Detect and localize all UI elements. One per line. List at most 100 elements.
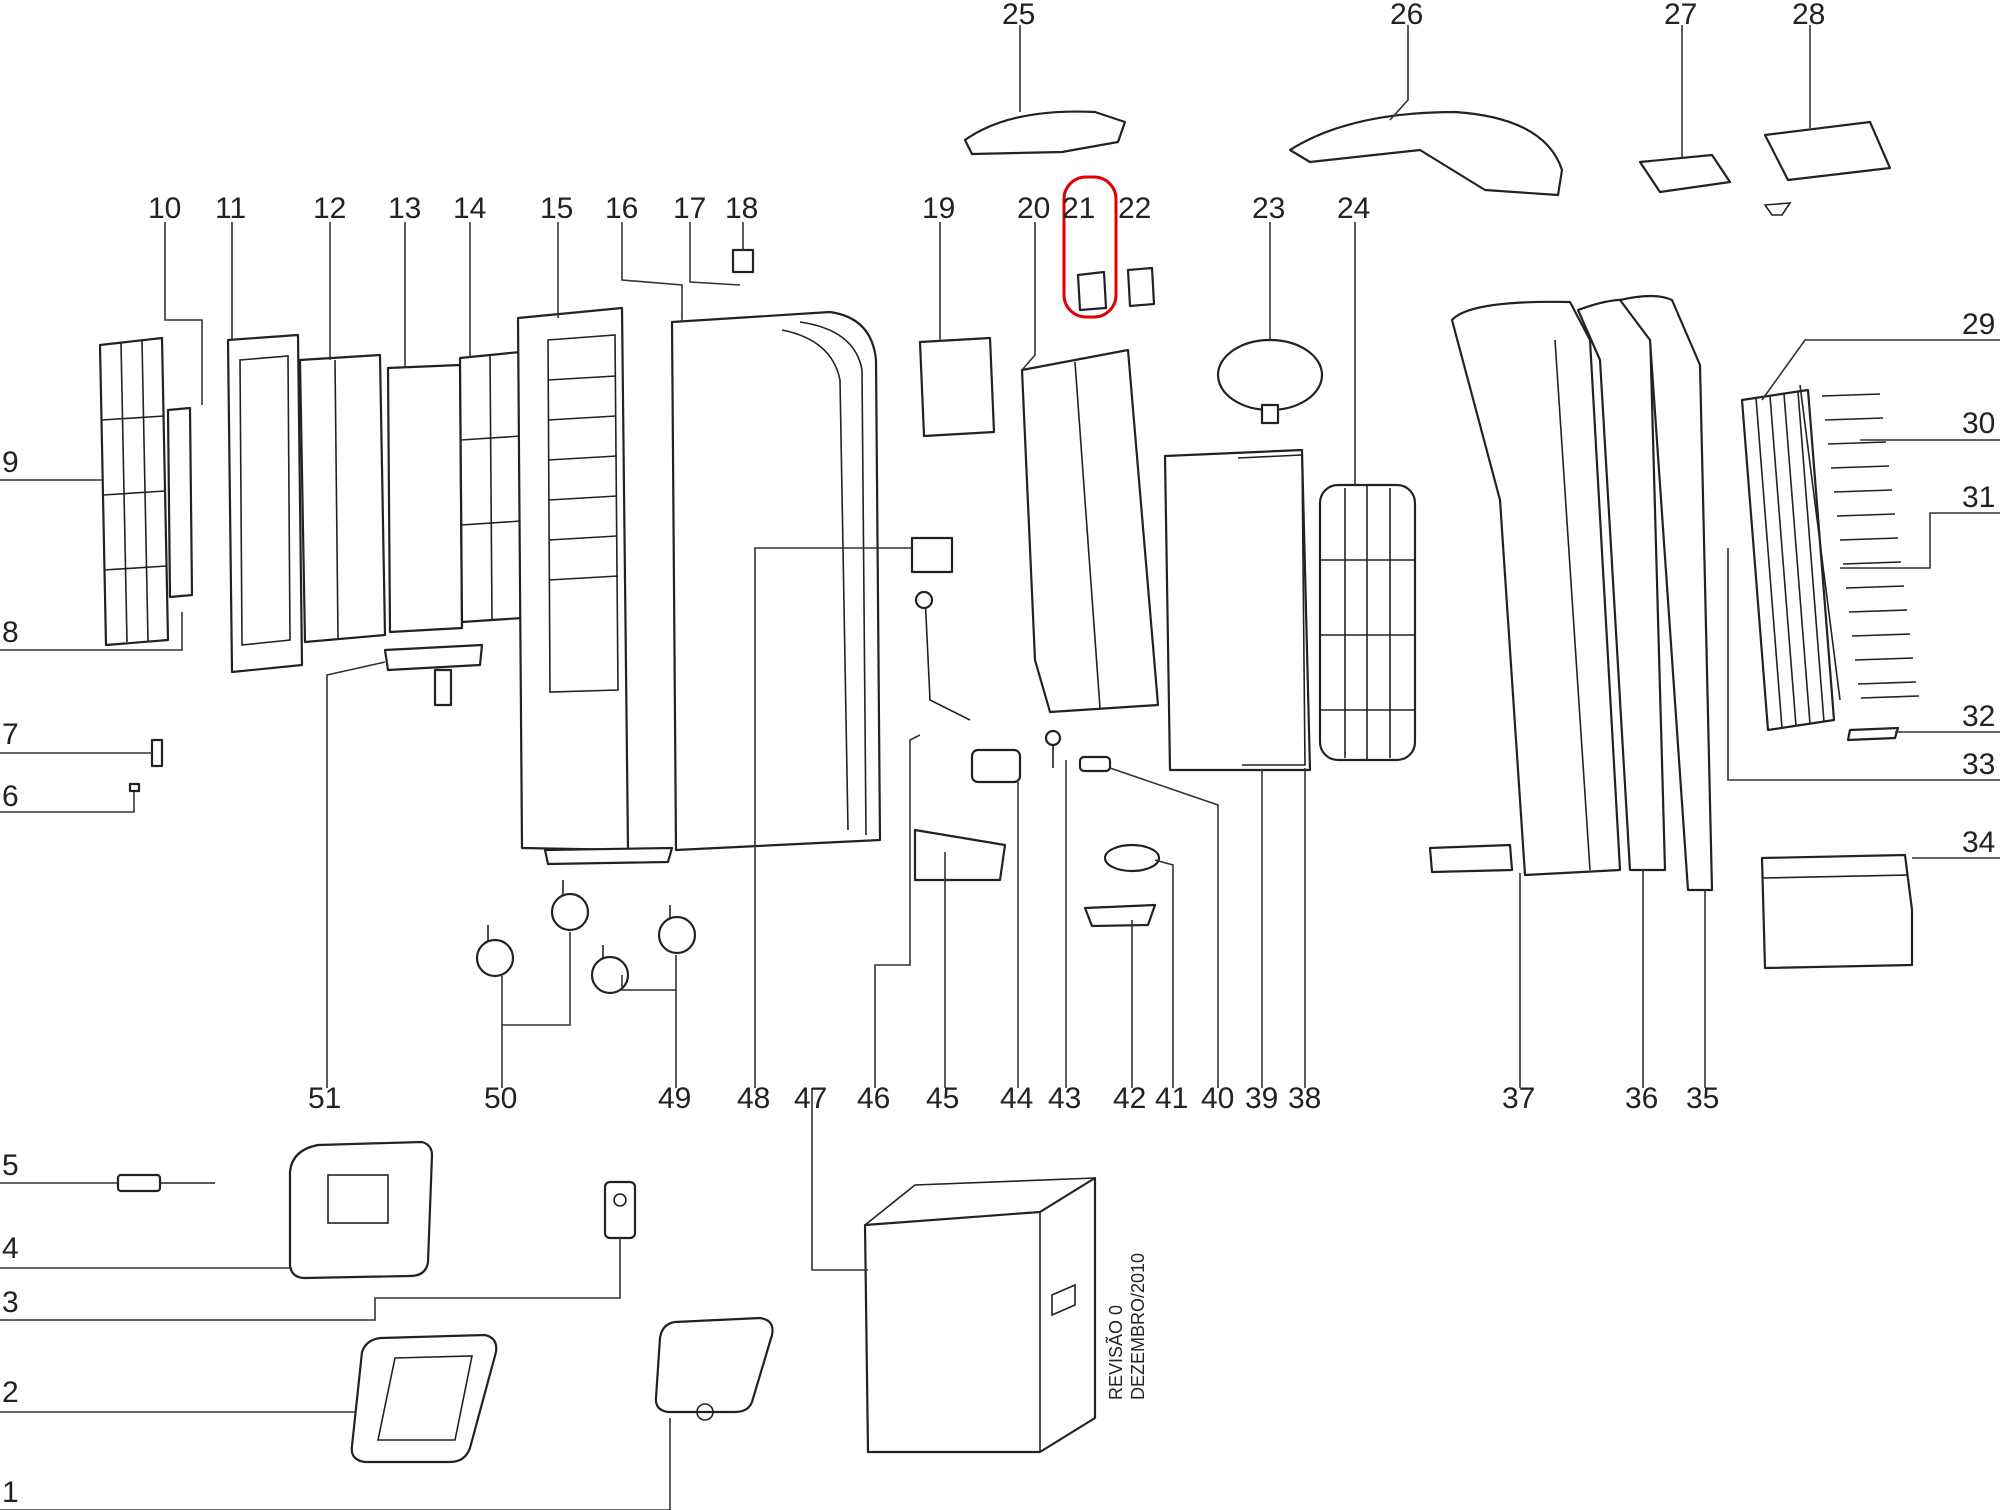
label-31: 31 (1962, 481, 1995, 514)
part-30-31-louver-blades (1799, 384, 1920, 701)
label-41: 41 (1155, 1082, 1188, 1115)
label-40: 40 (1201, 1082, 1234, 1115)
part-50-caster (475, 880, 590, 978)
label-46: 46 (857, 1082, 890, 1115)
label-32: 32 (1962, 700, 1995, 733)
label-8: 8 (2, 616, 19, 649)
label-51: 51 (308, 1082, 341, 1115)
label-43: 43 (1048, 1082, 1081, 1115)
part-34-water-tank (1760, 853, 1914, 970)
part-40-coupling (1078, 755, 1112, 773)
label-22: 22 (1118, 192, 1151, 225)
part-19-pcb (918, 336, 996, 438)
part-45-bracket (913, 828, 1007, 882)
label-48: 48 (737, 1082, 770, 1115)
label-39: 39 (1245, 1082, 1278, 1115)
part-6-screw (128, 782, 141, 793)
label-44: 44 (1000, 1082, 1033, 1115)
part-25-top-cover (963, 110, 1127, 156)
part-51-tray (383, 643, 484, 707)
part-23-motor (1216, 338, 1324, 425)
part-1-ice-pack (654, 1316, 774, 1421)
part-16-housing (670, 310, 882, 852)
revision-line-1: REVISÃO 0 (1105, 1305, 1126, 1400)
label-12: 12 (313, 192, 346, 225)
label-29: 29 (1962, 308, 1995, 341)
label-42: 42 (1113, 1082, 1146, 1115)
revision-line-2: DEZEMBRO/2010 (1128, 1253, 1148, 1400)
label-24: 24 (1337, 192, 1370, 225)
part-22-cap (1126, 266, 1156, 308)
part-20-duct (1020, 348, 1160, 714)
label-37: 37 (1502, 1082, 1535, 1115)
label-5: 5 (2, 1149, 19, 1182)
part-47-carton-box (863, 1176, 1097, 1454)
label-45: 45 (926, 1082, 959, 1115)
label-28: 28 (1792, 0, 1825, 31)
part-21-cap (1076, 270, 1108, 312)
part-29-louver-frame (1740, 388, 1836, 732)
part-32-link (1846, 726, 1900, 742)
label-2: 2 (2, 1376, 19, 1409)
label-33: 33 (1962, 748, 1995, 781)
label-23: 23 (1252, 192, 1285, 225)
part-14-grid-filter (458, 350, 524, 624)
label-14: 14 (453, 192, 486, 225)
label-34: 34 (1962, 826, 1995, 859)
part-41-bushing (1103, 843, 1161, 873)
part-39-scroll-housing (1163, 448, 1312, 772)
label-30: 30 (1962, 407, 1995, 440)
part-2-ring-frame (350, 1333, 498, 1464)
label-7: 7 (2, 718, 19, 751)
part-3-remote (603, 1180, 637, 1240)
label-1: 1 (2, 1476, 19, 1509)
label-36: 36 (1625, 1082, 1658, 1115)
label-35: 35 (1686, 1082, 1719, 1115)
part-5-power-cord (116, 1173, 215, 1193)
part-13-pad (386, 363, 464, 634)
label-10: 10 (148, 192, 181, 225)
label-17: 17 (673, 192, 706, 225)
part-27-display (1638, 153, 1732, 194)
label-4: 4 (2, 1232, 19, 1265)
part-10-filter (166, 406, 194, 599)
label-6: 6 (2, 780, 19, 813)
part-4-base (288, 1140, 434, 1280)
label-19: 19 (922, 192, 955, 225)
label-3: 3 (2, 1286, 19, 1319)
label-15: 15 (540, 192, 573, 225)
label-21: 21 (1062, 192, 1095, 225)
part-26-top-panel (1288, 110, 1564, 197)
revision-note: REVISÃO 0 DEZEMBRO/2010 (1105, 1253, 1148, 1400)
label-25: 25 (1002, 0, 1035, 31)
part-42-bracket (1083, 903, 1157, 928)
part-46-rod (914, 590, 971, 721)
part-35-back-panel (1618, 294, 1714, 892)
label-20: 20 (1017, 192, 1050, 225)
part-7-clip (150, 738, 164, 768)
part-28-control-board (1763, 120, 1892, 216)
part-18-clip (731, 248, 755, 274)
part-43-valve (1044, 729, 1062, 768)
label-50: 50 (484, 1082, 517, 1115)
label-9: 9 (2, 446, 19, 479)
label-11: 11 (215, 192, 246, 225)
part-15-chassis (516, 306, 674, 866)
part-48-connector (910, 536, 954, 574)
label-16: 16 (605, 192, 638, 225)
part-12-panel (298, 353, 387, 644)
label-27: 27 (1664, 0, 1697, 31)
label-18: 18 (725, 192, 758, 225)
label-49: 49 (658, 1082, 691, 1115)
part-24-fan-wheel (1318, 483, 1417, 762)
label-38: 38 (1288, 1082, 1321, 1115)
part-37-back-panel (1428, 300, 1622, 877)
highlight-ring-21 (1062, 175, 1118, 319)
label-13: 13 (388, 192, 421, 225)
part-49-caster (590, 905, 697, 995)
part-9-front-grille (98, 336, 170, 647)
label-26: 26 (1390, 0, 1423, 31)
label-47: 47 (794, 1082, 827, 1115)
